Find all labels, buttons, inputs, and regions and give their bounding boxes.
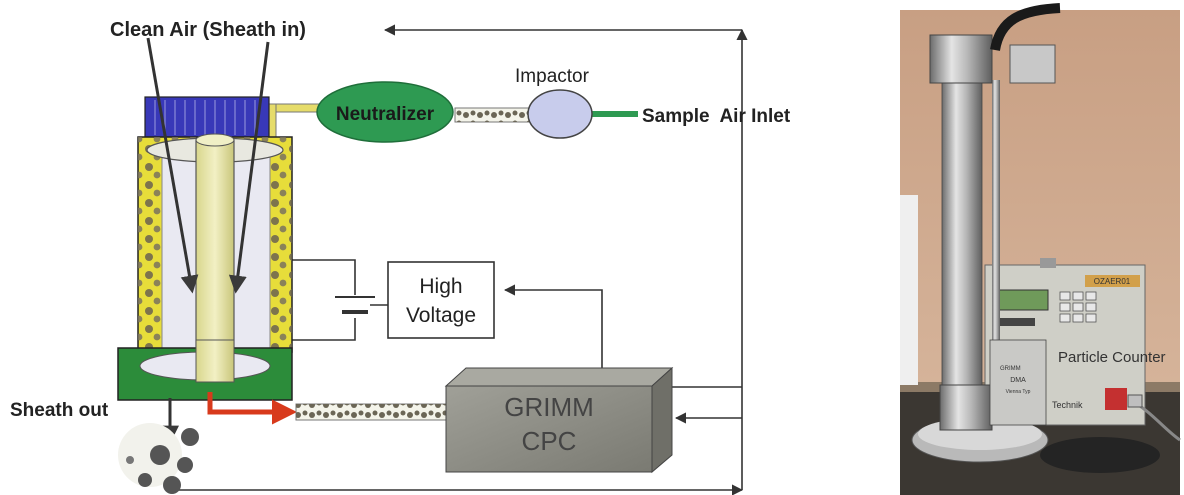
impactor-ellipse bbox=[528, 90, 592, 138]
particle-counter-label: Particle Counter bbox=[1058, 349, 1166, 366]
cpc-label: CPC bbox=[522, 426, 577, 456]
hv-lower-wire bbox=[292, 318, 355, 340]
dma-column bbox=[942, 60, 982, 390]
clean-air-label: Clean Air (Sheath in) bbox=[110, 19, 306, 41]
counter-keypad[interactable] bbox=[1060, 292, 1096, 322]
capacitor-symbol bbox=[335, 297, 375, 312]
high-voltage-line1: High bbox=[419, 275, 462, 298]
dma-side-rod bbox=[992, 80, 1000, 380]
dma-head-right bbox=[1010, 45, 1055, 83]
sheath-out-particles bbox=[118, 423, 199, 494]
counter-display bbox=[993, 290, 1048, 310]
cpc-to-hv-line bbox=[505, 290, 602, 368]
second-base bbox=[1040, 437, 1160, 473]
hv-left-wire bbox=[292, 260, 355, 295]
grimm-cpc-box: GRIMM CPC bbox=[446, 368, 672, 472]
sheath-out-label: Sheath out bbox=[10, 400, 109, 421]
sample-air-inlet-label: Sample Air Inlet bbox=[642, 106, 791, 127]
impactor-label: Impactor bbox=[515, 66, 590, 87]
technik-label: Technik bbox=[1052, 400, 1083, 410]
grimm-logo bbox=[1105, 388, 1127, 410]
dma-sub: Vienna Typ bbox=[1006, 389, 1031, 395]
dma-label: DMA bbox=[1010, 377, 1026, 384]
instrument-photo: OZAER01 Particle Counter Technik GRIMM D… bbox=[900, 8, 1180, 495]
dma-brand: GRIMM bbox=[1000, 366, 1021, 372]
grimm-label: GRIMM bbox=[504, 392, 594, 422]
high-voltage-line2: Voltage bbox=[406, 304, 476, 327]
dma-schematic: Neutralizer Impactor Sample Air Inlet Cl… bbox=[10, 19, 791, 494]
counter-panel-text: OZAER01 bbox=[1094, 277, 1131, 286]
neutralizer-label: Neutralizer bbox=[336, 104, 435, 125]
dma-head bbox=[930, 35, 992, 83]
